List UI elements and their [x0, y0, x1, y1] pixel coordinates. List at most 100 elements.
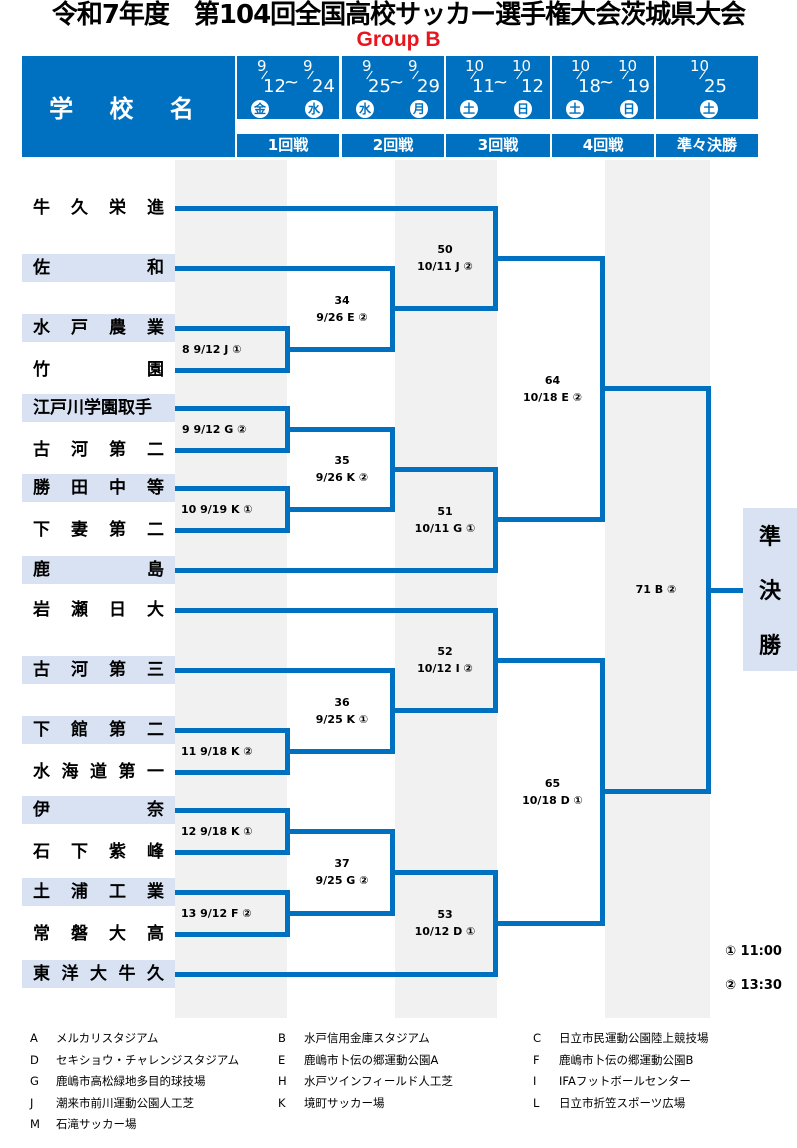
- team-row: 土浦工業: [22, 878, 175, 906]
- venue-name: 鹿嶋市卜伝の郷運動公園A: [304, 1052, 439, 1067]
- match-info: 10/18 D ①: [522, 793, 583, 807]
- school-name-header: 学 校 名: [22, 56, 235, 157]
- start-weekday-icon: 水: [356, 100, 374, 118]
- bracket-line: [175, 485, 290, 491]
- match-number: 52: [437, 645, 453, 659]
- end-weekday-icon: 月: [410, 100, 428, 118]
- match-number: 35: [334, 454, 350, 467]
- round-label: 準々決勝: [656, 134, 758, 157]
- team-name-char: 島: [147, 560, 164, 580]
- team-name-char: 下: [33, 520, 50, 540]
- bracket-line: [175, 889, 290, 895]
- start-day: 25: [704, 76, 727, 97]
- bracket-line: [602, 386, 711, 392]
- bracket-line: [175, 769, 290, 775]
- bracket-line: [495, 920, 605, 926]
- bracket-line: [602, 789, 711, 795]
- match-number: 64: [544, 373, 561, 387]
- venue-name: IFAフットボールセンター: [559, 1074, 691, 1088]
- team-name-char: 洋: [61, 964, 79, 984]
- bracket-line: [175, 931, 290, 937]
- team-name-char: 石: [33, 842, 50, 862]
- team-name-char: 二: [147, 720, 164, 740]
- match-number: 50: [437, 243, 453, 257]
- team-row: 水海道第一: [22, 758, 175, 786]
- bracket-line: [495, 255, 605, 261]
- bracket-line: [175, 367, 290, 373]
- bracket-line: [175, 807, 290, 813]
- team-name-char: 奈: [147, 800, 164, 820]
- bracket-line: [175, 849, 290, 855]
- team-row: 古河第二: [22, 436, 175, 464]
- semifinal-char: 準: [758, 525, 781, 551]
- bracket-line: [392, 466, 498, 472]
- team-row: 鹿島: [22, 556, 175, 584]
- bracket-line: [495, 517, 605, 522]
- venue-name: 水戸信用金庫スタジアム: [304, 1031, 430, 1045]
- end-month: 10: [618, 57, 638, 75]
- venue-code: A: [30, 1031, 38, 1045]
- start-month: 10: [465, 57, 485, 75]
- end-month: 9: [303, 57, 313, 75]
- range-tilde: ~: [389, 72, 405, 93]
- round-label: 1回戦: [237, 134, 339, 157]
- range-tilde: ~: [284, 72, 300, 93]
- match-label-8: 8 9/12 J ①: [182, 343, 242, 356]
- start-month: 9: [257, 57, 267, 75]
- team-row: 江戸川学園取手: [22, 394, 175, 422]
- team-name-char: 工: [109, 882, 126, 902]
- start-weekday-icon: 金: [251, 100, 269, 118]
- venue-name: 日立市折笠スポーツ広場: [559, 1095, 686, 1110]
- time-legend-1: ① 11:00: [725, 944, 782, 959]
- semifinal-char: 勝: [758, 633, 781, 659]
- end-day: 12: [521, 76, 544, 97]
- start-month: 10: [571, 57, 591, 75]
- team-name-char: 久: [71, 198, 88, 218]
- end-weekday-icon: 日: [514, 100, 532, 118]
- team-row: 佐和: [22, 254, 175, 282]
- match-number: 34: [334, 293, 350, 307]
- time-mark: ①: [725, 944, 737, 959]
- team-row: 下妻第二: [22, 516, 175, 544]
- team-name-char: 進: [147, 198, 164, 218]
- team-name-char: 古: [33, 440, 50, 460]
- bracket-line: [175, 607, 498, 613]
- match-info: 9/25 G ②: [315, 874, 369, 887]
- quarterfinal-stripe: [605, 160, 710, 1018]
- team-row: 牛久栄進: [22, 194, 175, 222]
- team-name-char: 大: [90, 964, 107, 984]
- venue-name: 日立市民運動公園陸上競技場: [559, 1031, 709, 1045]
- team-name-char: 妻: [71, 520, 88, 540]
- bracket-line: [175, 567, 498, 573]
- team-name-char: 業: [147, 882, 164, 902]
- team-name-char: 田: [71, 478, 88, 498]
- team-row: 岩瀬日大: [22, 596, 175, 624]
- team-name-char: 第: [109, 440, 126, 460]
- start-day: 25: [368, 76, 391, 97]
- bracket-line: [287, 346, 395, 352]
- match-info: 10/18 E ②: [522, 390, 583, 404]
- venue-code: F: [533, 1052, 540, 1067]
- team-name-char: 峰: [147, 842, 164, 862]
- venue-code: D: [30, 1052, 39, 1067]
- team-row: 石下紫峰: [22, 838, 175, 866]
- start-day: 11: [472, 76, 495, 97]
- round1-stripe: [175, 160, 287, 1018]
- team-name-char: 伊: [33, 800, 50, 820]
- page-title: 令和7年度 第104回全国高校サッカー選手権大会茨城県大会: [51, 0, 746, 30]
- bracket-line: [287, 910, 395, 916]
- start-weekday-icon: 土: [460, 100, 478, 118]
- match-number: 36: [334, 695, 350, 709]
- venue-code: G: [30, 1074, 39, 1088]
- start-weekday-icon: 土: [566, 100, 584, 118]
